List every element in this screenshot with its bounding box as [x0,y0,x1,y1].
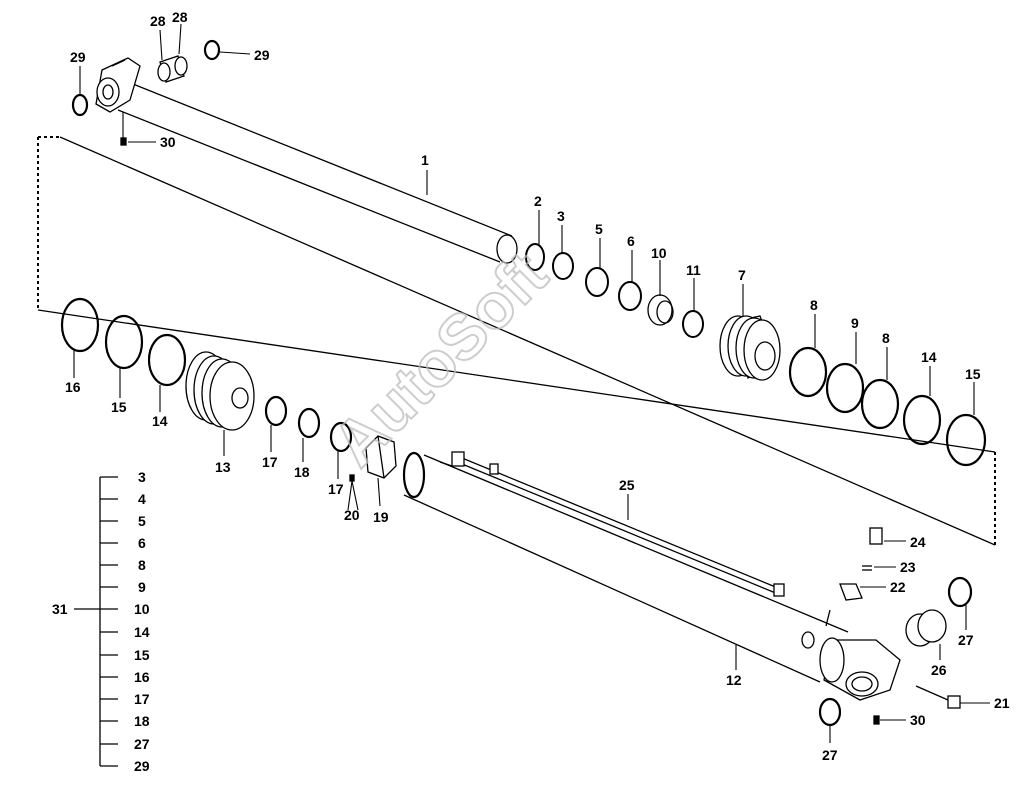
cylinder-tube [402,451,901,701]
cylinder-head [719,315,781,381]
callout-7: 7 [738,267,746,283]
kit-item: 16 [134,669,150,685]
callout-15-right: 15 [965,366,981,382]
kit-number: 31 [52,601,68,617]
callout-2: 2 [534,193,542,209]
callout-27-right: 27 [958,632,974,648]
callout-9: 9 [851,315,859,331]
seal-27-left [818,697,842,727]
callout-21: 21 [994,695,1010,711]
base-bushing [905,609,947,647]
kit-item: 18 [134,713,150,729]
callout-30-top: 30 [160,134,176,150]
kit-item: 27 [134,736,150,752]
seal-29-right [203,39,221,61]
callout-8a: 8 [810,297,818,313]
kit-item: 6 [138,535,146,551]
hydraulic-pipe [451,451,785,597]
callout-13: 13 [215,459,231,475]
callout-10: 10 [651,245,667,261]
pipe-clamp-assembly [825,527,883,627]
grease-nipple-30-bottom [873,715,880,725]
kit-item: 4 [138,491,146,507]
kit-item: 15 [134,647,150,663]
callout-27-left: 27 [822,747,838,763]
callout-11: 11 [686,262,701,278]
rod-seal-rings [525,243,704,338]
watermark-text: AutoSoft [319,238,561,480]
callout-labels: 1 2 3 5 6 10 11 7 8 9 8 14 15 16 15 14 1… [52,9,1010,774]
kit-item: 17 [134,691,150,707]
kit-item: 3 [138,469,146,485]
callout-17b: 17 [328,481,344,497]
seal-27-right [947,576,973,608]
piston-nut [365,435,397,479]
callout-26: 26 [931,662,947,678]
callout-20: 20 [344,507,360,523]
kit-item: 8 [138,557,146,573]
grease-nipple-30-top [120,137,127,146]
callout-29-right: 29 [254,47,270,63]
bolt-21 [915,685,961,709]
piston-small-rings [264,395,353,453]
head-seal-rings [788,346,987,467]
callout-22: 22 [890,579,906,595]
callout-24: 24 [910,534,926,550]
callout-6: 6 [627,233,635,249]
callout-17a: 17 [262,454,278,470]
piston-seal-rings [60,297,187,387]
rod-eye-bushing [157,55,188,83]
callout-12: 12 [726,672,742,688]
kit-item: 9 [138,579,146,595]
callout-16: 16 [65,379,81,395]
callout-28b: 28 [172,9,188,25]
callout-19: 19 [373,509,389,525]
set-screw-20 [349,474,355,482]
callout-14-left: 14 [152,413,168,429]
callout-15-left: 15 [111,399,127,415]
callout-5: 5 [595,221,603,237]
leader-lines [73,23,990,743]
callout-29-left: 29 [70,49,86,65]
callout-30-bottom: 30 [910,712,926,728]
kit-item: 10 [134,601,150,617]
piston [185,351,255,431]
callout-1: 1 [421,152,429,168]
callout-25: 25 [619,477,635,493]
assembly-axis-frame [37,136,996,546]
piston-rod [95,57,518,264]
callout-8b: 8 [882,330,890,346]
kit-item: 5 [138,513,146,529]
callout-3: 3 [557,208,565,224]
kit-item: 14 [134,624,150,640]
kit-item: 29 [134,758,150,774]
kit-bracket [74,476,118,767]
callout-28a: 28 [150,13,166,29]
callout-23: 23 [900,559,916,575]
seal-29-left [71,93,89,117]
callout-14-right: 14 [921,349,937,365]
callout-18: 18 [294,464,310,480]
